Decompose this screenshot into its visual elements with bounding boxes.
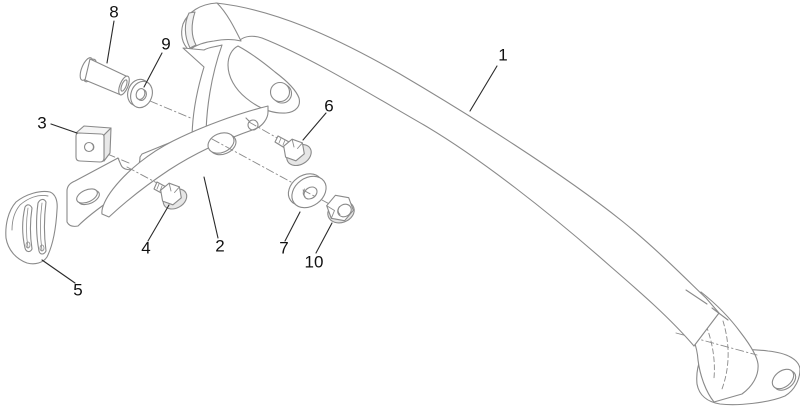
callout-label-7: 7: [279, 238, 289, 258]
callout-label-1: 1: [498, 45, 508, 65]
pad-detail-right: [39, 244, 45, 252]
tube-crease: [685, 289, 708, 305]
callout-label-5: 5: [73, 280, 83, 300]
centerline-bolt-4: [126, 166, 158, 184]
part-4-flange-bolt: [153, 181, 188, 210]
leader-7: [284, 211, 301, 242]
nut10-hole-depth: [337, 206, 341, 215]
callout-label-4: 4: [141, 238, 151, 258]
pin-end-chamfer: [120, 79, 128, 92]
gusset-strap: [182, 44, 223, 141]
square-nut-hole-depth: [91, 142, 95, 151]
leader-4: [147, 204, 170, 242]
leader-8: [106, 20, 115, 64]
pad-inner-edge: [11, 195, 49, 231]
pad-rib-left: [22, 204, 33, 253]
blade-centerline: [675, 332, 758, 356]
tube-crease-2: [711, 307, 729, 321]
bracket-round-hole: [247, 119, 259, 131]
washer7-hole-depth: [302, 188, 306, 197]
tube-body: [215, 2, 720, 347]
washer7-hole: [303, 186, 318, 200]
pad-rib-right: [36, 198, 47, 255]
bolt6-threads: [278, 137, 286, 146]
nut10-hole: [337, 203, 352, 218]
centerline-bolt-6: [248, 121, 280, 140]
part-8-flange-pin: [79, 57, 130, 96]
leader-10: [315, 222, 333, 254]
leader-5: [41, 259, 76, 284]
centerlines-front: [302, 189, 334, 207]
bracket-large-hole-inner: [207, 132, 235, 154]
bracket-slot-inner: [76, 188, 98, 204]
callout-label-3: 3: [37, 113, 47, 133]
callout-label-6: 6: [324, 96, 334, 116]
leader-3: [50, 123, 78, 134]
pad-outline: [5, 190, 58, 265]
part-7-washer: [287, 173, 327, 209]
back-plate: [227, 45, 300, 114]
back-plate-hole-inner: [269, 81, 291, 103]
part-2-mounting-bracket: [66, 105, 269, 227]
blade-hidden-line: [699, 310, 715, 379]
washer7-outer: [291, 175, 327, 209]
foot-hole-inner: [771, 368, 795, 390]
callout-label-2: 2: [215, 236, 225, 256]
part-10-flange-nut: [326, 194, 355, 224]
bolt4-hex-facets: [168, 182, 180, 193]
part-9-washer: [127, 78, 153, 109]
part-5-grip-pad: [5, 190, 58, 265]
centerline-through-washer: [302, 189, 317, 198]
nut10-facets: [326, 205, 335, 219]
pad-detail-left: [25, 241, 31, 249]
hook-end-face: [184, 11, 197, 49]
leader-1: [469, 65, 498, 112]
washer9-hole-inner: [135, 87, 146, 101]
blade-hidden-line-2: [721, 320, 729, 390]
callout-label-9: 9: [161, 34, 171, 54]
leader-2: [203, 176, 219, 239]
bracket-round-hole-notch: [245, 117, 250, 122]
part-3-square-nut: [75, 125, 112, 163]
callout-label-8: 8: [109, 2, 119, 22]
leader-lines: [41, 20, 498, 284]
tube-hook-end: [181, 2, 242, 51]
callout-label-10: 10: [304, 252, 324, 272]
centerline-pin: [149, 100, 194, 120]
bolt6-hex-facets: [291, 138, 303, 149]
pad-rib-left-line: [26, 207, 29, 249]
leader-6: [302, 112, 327, 141]
part-6-flange-bolt: [274, 135, 312, 167]
square-nut-front-face: [75, 132, 105, 163]
leader-9: [143, 52, 163, 88]
centerline-washer-to-nut: [321, 199, 334, 207]
part-1-handle-tube: [181, 2, 800, 406]
pad-rib-right-line: [40, 202, 43, 252]
